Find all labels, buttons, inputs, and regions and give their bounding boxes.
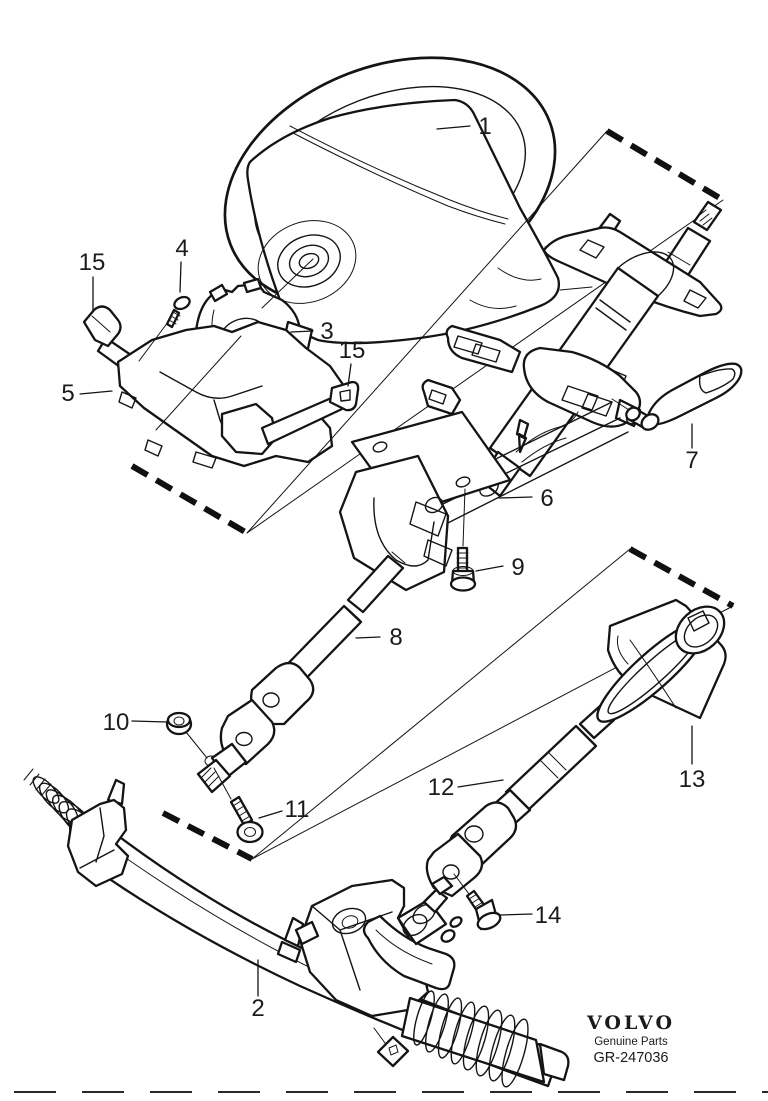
callout-9: 9 [511, 554, 524, 581]
callout-10: 10 [103, 709, 130, 736]
callout-6: 6 [540, 485, 553, 512]
part-screw-4 [165, 295, 191, 329]
callout-15-right: 15 [339, 337, 366, 364]
part-steering-wheel [223, 56, 593, 345]
part-intermediate-shaft [196, 551, 406, 794]
callout-7: 7 [685, 447, 698, 474]
part-steering-gear [23, 768, 570, 1088]
callout-8: 8 [389, 624, 402, 651]
callout-numbers: 1 2 3 4 5 6 7 8 9 10 11 12 13 14 15 15 [61, 113, 705, 1022]
assembly-axis-lines [138, 258, 630, 895]
callout-13: 13 [679, 766, 706, 793]
detail-boundary-lines [130, 128, 735, 862]
part-bolt-14 [465, 889, 502, 931]
part-bolt-11 [229, 795, 264, 844]
brand-tagline: Genuine Parts [594, 1036, 668, 1048]
part-boot [596, 598, 727, 723]
part-switch-assembly [82, 305, 360, 469]
callout-5: 5 [61, 380, 74, 407]
callout-leader-lines [79, 125, 693, 997]
part-lower-shaft [425, 698, 625, 898]
part-steering-column [338, 200, 723, 592]
callout-1: 1 [478, 113, 491, 140]
callout-14: 14 [535, 902, 562, 929]
callout-15-left: 15 [79, 249, 106, 276]
footer-brand-block: VOLVO Genuine Parts GR-247036 [546, 1012, 716, 1066]
part-bolt-9 [449, 546, 477, 592]
callout-12: 12 [428, 774, 455, 801]
callout-3: 3 [320, 318, 333, 345]
callout-2: 2 [251, 995, 264, 1022]
part-nut-10 [165, 711, 193, 736]
part-release-lever [625, 362, 743, 431]
callout-11: 11 [285, 796, 310, 823]
callout-4: 4 [175, 235, 188, 262]
document-number: GR-247036 [593, 1050, 669, 1066]
volvo-logo: VOLVO [586, 1012, 676, 1034]
